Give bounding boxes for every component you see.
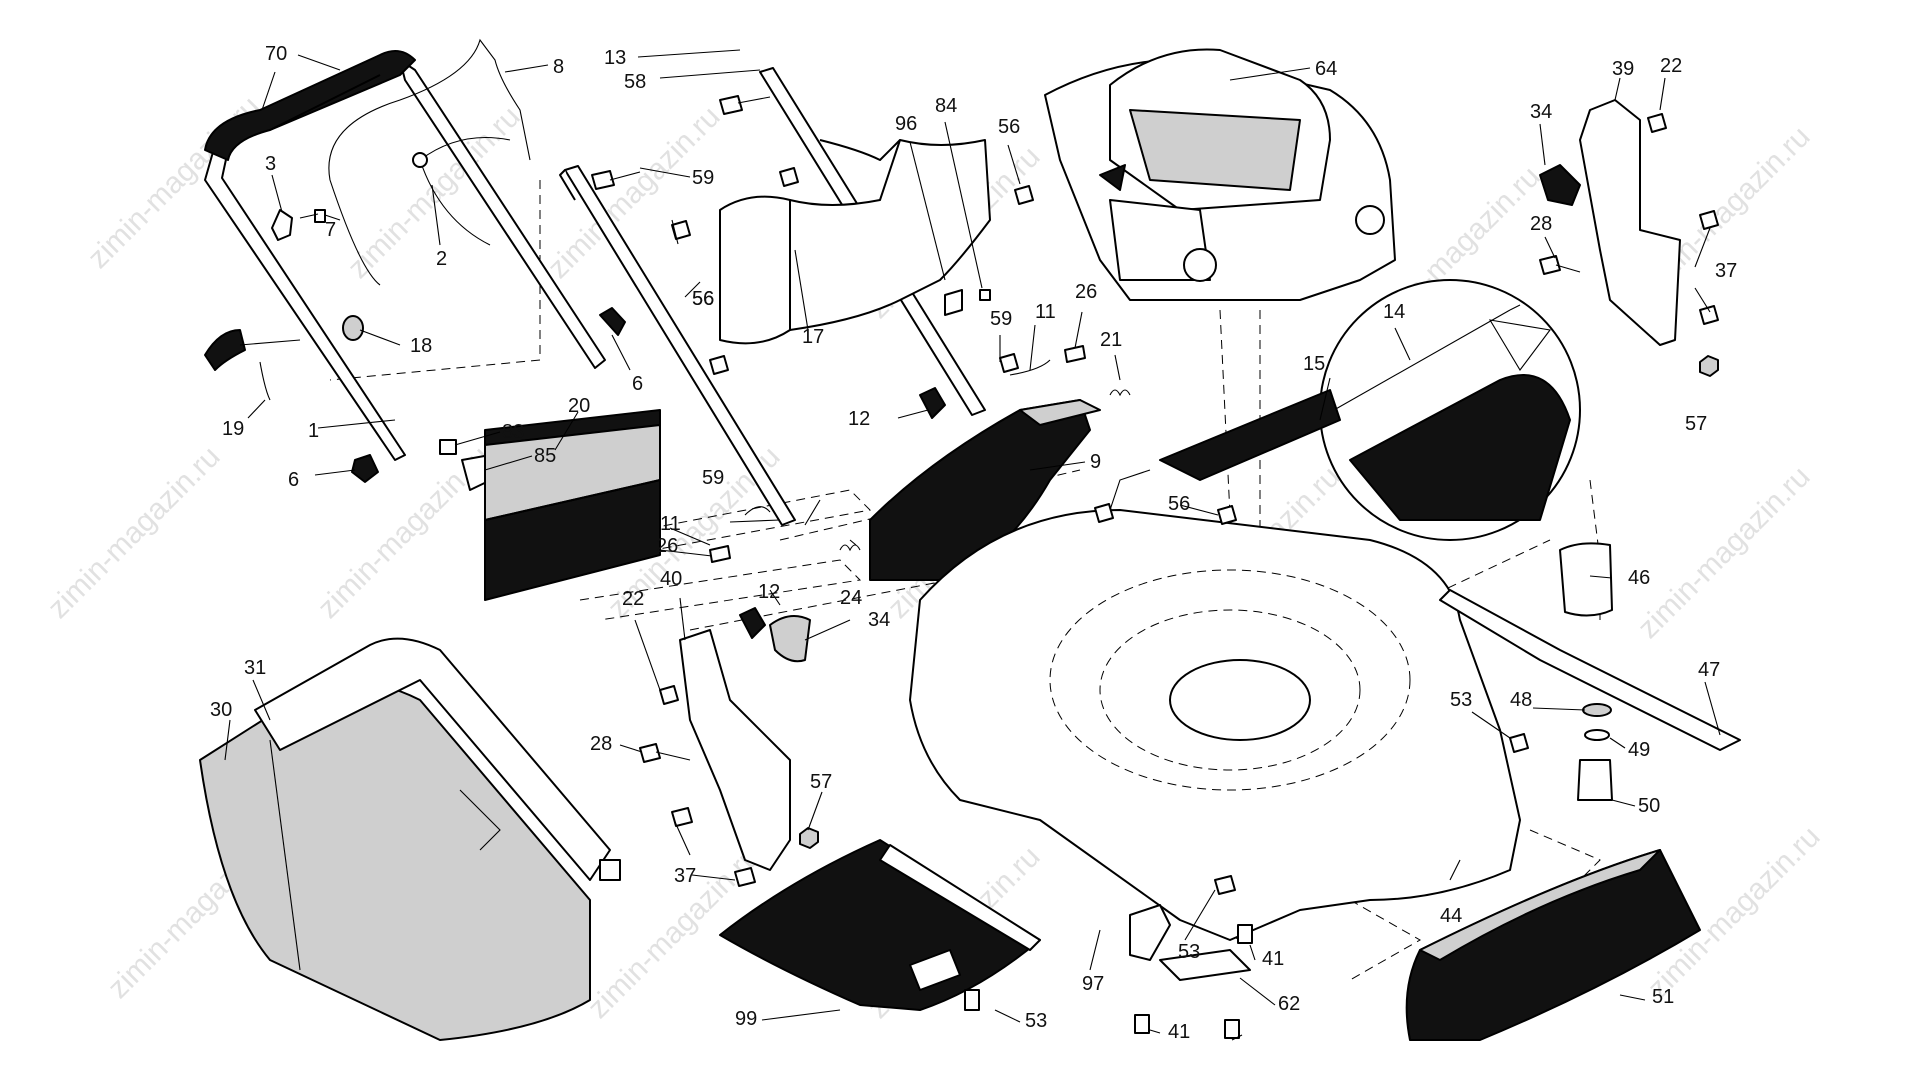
throttle-cable xyxy=(412,137,511,246)
detail-zoom xyxy=(1289,279,1581,541)
callout-30: 30 xyxy=(210,699,232,721)
callout-12: 12 xyxy=(758,581,780,603)
callout-64: 64 xyxy=(1315,58,1337,80)
callout-6: 6 xyxy=(632,373,643,395)
callout-57: 57 xyxy=(1685,413,1707,435)
callout-28: 28 xyxy=(1530,213,1552,235)
callout-12: 12 xyxy=(848,408,870,430)
callout-59: 59 xyxy=(692,167,714,189)
callout-24: 24 xyxy=(840,587,862,609)
callout-49: 49 xyxy=(1628,739,1650,761)
callout-47: 47 xyxy=(1698,659,1720,681)
watermark: zimin-magazin.ru xyxy=(1632,460,1817,645)
callout-53: 53 xyxy=(1450,689,1472,711)
callout-1: 1 xyxy=(308,420,319,442)
callout-11: 11 xyxy=(1035,301,1056,323)
callout-28: 28 xyxy=(590,733,612,755)
callout-14: 14 xyxy=(1383,301,1405,323)
callout-59: 59 xyxy=(702,467,724,489)
callout-85: 85 xyxy=(534,445,556,467)
rear-skirt xyxy=(1405,849,1701,1041)
cable-clip xyxy=(271,209,341,241)
rear-door-hardware xyxy=(919,345,1131,419)
callout-34: 34 xyxy=(868,609,890,631)
callout-18: 18 xyxy=(410,335,432,357)
leader-lines xyxy=(224,49,1721,1041)
callout-50: 50 xyxy=(1638,795,1660,817)
callout-99: 99 xyxy=(735,1008,757,1030)
handle-knob xyxy=(204,329,301,401)
callout-6: 6 xyxy=(288,469,299,491)
latch-parts xyxy=(944,289,991,316)
callout-97: 97 xyxy=(1082,973,1104,995)
callout-labels: 70 8 13 58 64 39 22 34 3 7 2 59 56 96 84… xyxy=(210,43,1737,1043)
callout-84: 84 xyxy=(935,95,957,117)
callout-3: 3 xyxy=(265,153,276,175)
callout-20: 20 xyxy=(568,395,590,417)
callout-37: 37 xyxy=(674,865,696,887)
callout-34: 34 xyxy=(1530,101,1552,123)
callout-83: 83 xyxy=(502,421,524,443)
callout-96: 96 xyxy=(895,113,917,135)
callout-15: 15 xyxy=(1303,353,1325,375)
callout-26: 26 xyxy=(656,535,678,557)
callout-62: 62 xyxy=(1278,993,1300,1015)
callout-41: 41 xyxy=(1262,948,1284,970)
control-bail xyxy=(328,38,531,286)
callout-41: 41 xyxy=(1168,1021,1190,1043)
callout-7: 7 xyxy=(325,219,336,241)
callout-46: 46 xyxy=(1628,567,1650,589)
callout-48: 48 xyxy=(1510,689,1532,711)
callout-21: 21 xyxy=(1100,329,1122,351)
rear-door xyxy=(869,399,1101,581)
handle-bolts xyxy=(591,95,1034,375)
callout-70: 70 xyxy=(265,43,287,65)
callout-40: 40 xyxy=(660,568,682,590)
rear-flap xyxy=(484,409,661,601)
callout-17: 17 xyxy=(802,326,824,348)
callout-59: 59 xyxy=(990,308,1012,330)
callout-51: 51 xyxy=(1652,986,1674,1008)
watermark: zimin-magazin.ru xyxy=(42,440,227,625)
callout-9: 9 xyxy=(1090,451,1101,473)
zoom-leader xyxy=(1159,389,1341,481)
callout-58: 58 xyxy=(624,71,646,93)
callout-31: 31 xyxy=(244,657,266,679)
callout-11: 11 xyxy=(660,513,681,535)
callout-56: 56 xyxy=(998,116,1020,138)
callout-2: 2 xyxy=(436,248,447,270)
handle-hardware xyxy=(342,307,626,483)
callout-26: 26 xyxy=(1075,281,1097,303)
callout-13: 13 xyxy=(604,47,626,69)
callout-56: 56 xyxy=(692,288,714,310)
callout-53: 53 xyxy=(1025,1010,1047,1032)
callout-8: 8 xyxy=(553,56,564,78)
engine xyxy=(1044,48,1396,301)
mower-deck xyxy=(909,469,1521,941)
front-bracket xyxy=(1129,875,1253,1039)
lower-hardware xyxy=(709,506,861,563)
callout-44: 44 xyxy=(1440,905,1462,927)
left-wheel-bracket xyxy=(639,607,819,887)
callout-22: 22 xyxy=(622,588,644,610)
grass-chute xyxy=(719,139,991,345)
callout-57: 57 xyxy=(810,771,832,793)
right-wheel-bracket xyxy=(1539,99,1719,377)
front-cover xyxy=(719,839,1041,1011)
callout-19: 19 xyxy=(222,418,244,440)
blade-hardware xyxy=(1094,503,1741,801)
callout-22: 22 xyxy=(1660,55,1682,77)
callout-37: 37 xyxy=(1715,260,1737,282)
callout-56: 56 xyxy=(1168,493,1190,515)
grass-catcher xyxy=(199,637,621,1041)
callout-56: 56 xyxy=(692,288,714,310)
callout-39: 39 xyxy=(1612,58,1634,80)
callout-53: 53 xyxy=(1178,941,1200,963)
upper-handle xyxy=(204,50,606,461)
